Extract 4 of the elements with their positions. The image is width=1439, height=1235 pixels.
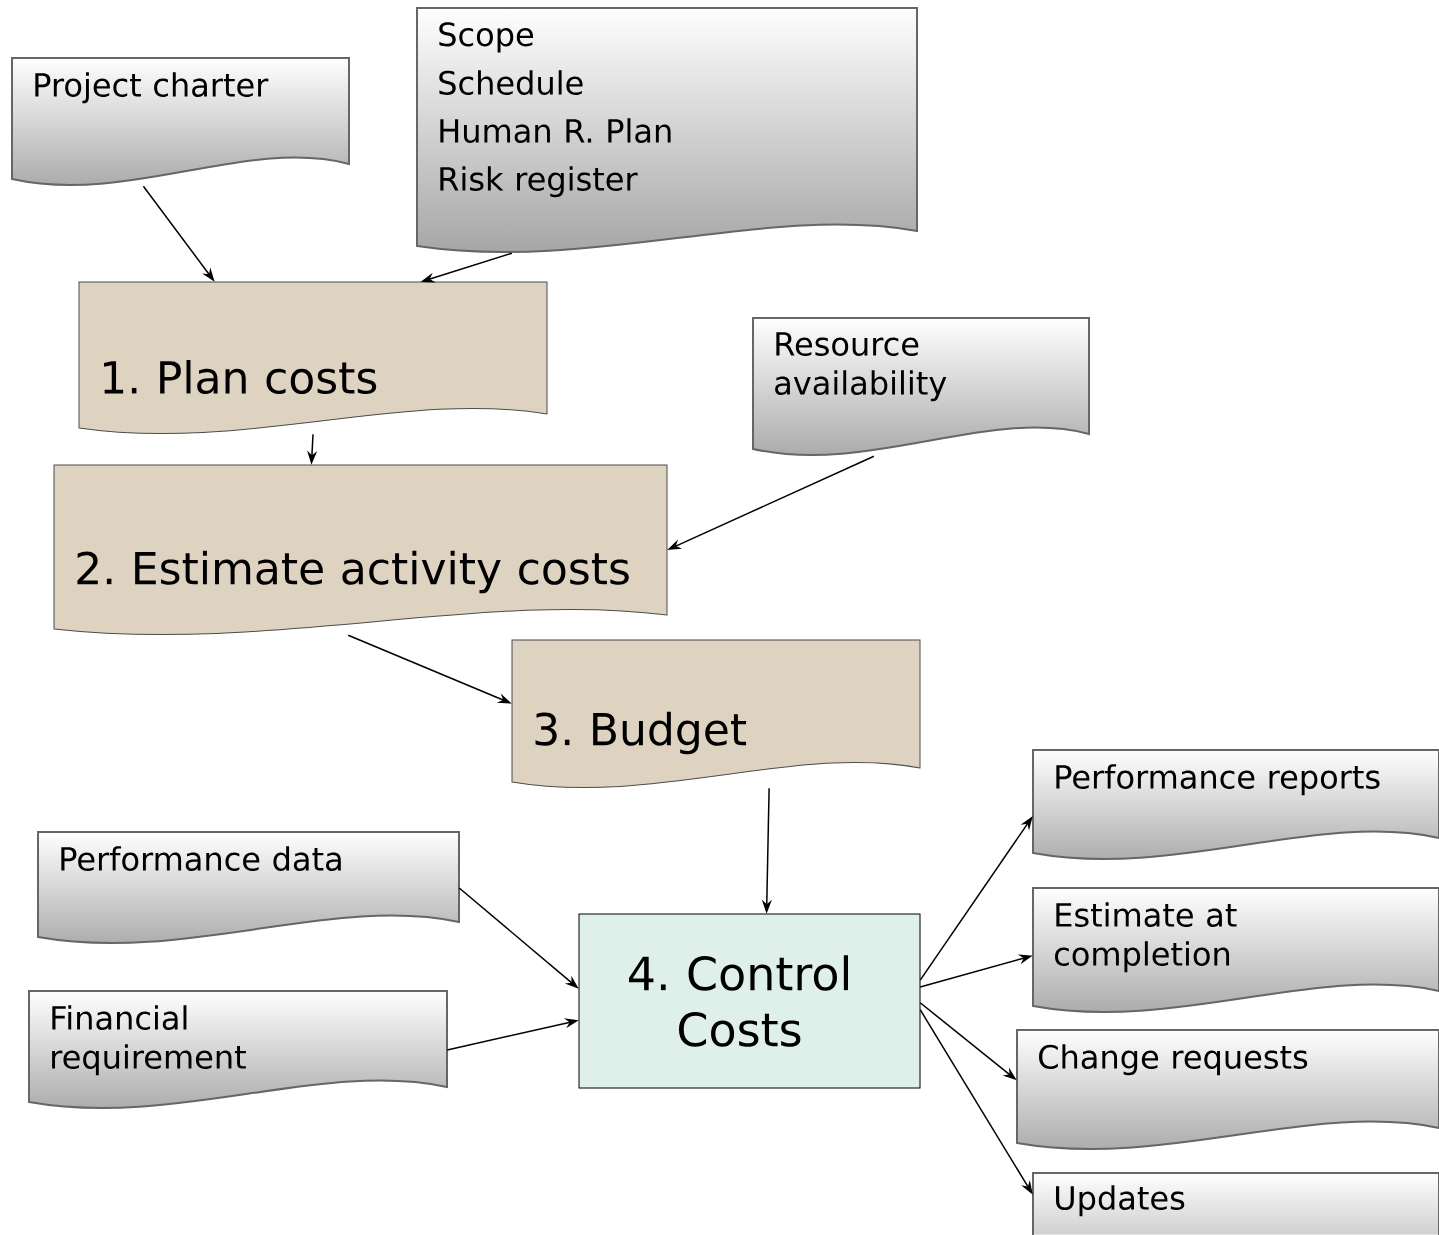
process-box: 1. Plan costs bbox=[78, 281, 548, 435]
process-box: 3. Budget bbox=[511, 639, 921, 789]
process-box: 2. Estimate activity costs bbox=[53, 464, 668, 636]
control-box: 4. Control Costs bbox=[578, 913, 921, 1089]
